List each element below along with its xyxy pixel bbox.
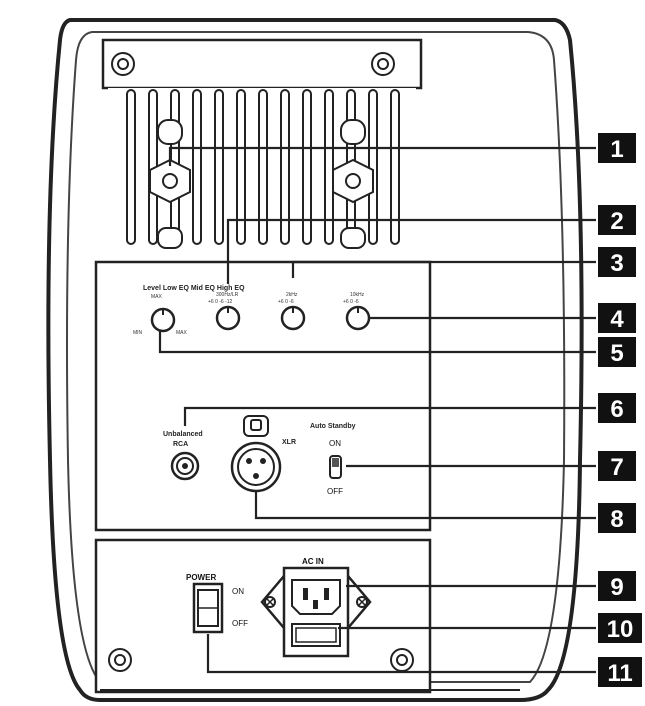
high-eq-knob [345,305,371,331]
callout-11: 11 [598,657,642,687]
svg-text:3: 3 [610,250,623,277]
cabinet-inner-outline [66,31,566,683]
callout-1: 1 [598,133,636,163]
svg-text:1: 1 [610,136,623,163]
low-eq-knob [215,305,241,331]
power-on-label: ON [232,587,244,596]
screw-bottom-right [390,648,414,672]
level-knob [150,307,176,333]
auto-standby-label: Auto Standby [310,423,356,430]
rca-jack [170,451,200,481]
svg-text:11: 11 [607,660,632,687]
high-eq-range-label: +6 0 -6 [343,299,359,305]
ac-in-label: AC IN [302,557,324,566]
rca-label-line2: RCA [173,441,188,448]
mount-left [149,119,191,249]
eq-header-label: Level Low EQ Mid EQ High EQ [143,285,245,292]
mid-eq-knob [280,305,306,331]
rca-label-line1: Unbalanced [163,431,203,438]
svg-text:4: 4 [610,306,624,333]
svg-text:7: 7 [610,454,623,481]
callout-4: 4 [598,303,636,333]
svg-text:9: 9 [610,574,623,601]
screw-bottom-left [108,648,132,672]
level-max-label: MAX [151,294,163,300]
callout-2: 2 [598,205,636,235]
callout-7: 7 [598,451,636,481]
auto-standby-switch [329,455,342,479]
level-max-right-label: MAX [176,330,188,336]
low-eq-freq-label: 300Hz/LR [216,292,239,298]
level-min-label: MIN [133,330,143,336]
low-eq-range-label: +6 0 -6 -12 [208,299,233,305]
high-eq-freq-label: 10kHz [350,292,365,298]
power-section-panel [94,538,432,694]
callout-8: 8 [598,503,636,533]
svg-text:6: 6 [610,396,623,423]
svg-text:8: 8 [610,506,623,533]
standby-on-label: ON [329,439,341,448]
ac-inlet [260,566,372,658]
standby-off-label: OFF [327,487,343,496]
svg-text:2: 2 [610,208,623,235]
power-title-label: POWER [186,573,216,582]
xlr-label: XLR [282,439,296,446]
mount-right [332,119,374,249]
power-switch [192,582,224,634]
screw-top-left [111,52,135,76]
svg-text:10: 10 [607,616,634,643]
callout-3: 3 [598,247,636,277]
svg-text:5: 5 [610,340,623,367]
mid-eq-range-label: +6 0 -6 [278,299,294,305]
callout-10: 10 [598,613,642,643]
xlr-jack [230,415,282,493]
callout-5: 5 [598,337,636,367]
callout-6: 6 [598,393,636,423]
callout-9: 9 [598,571,636,601]
screw-top-right [371,52,395,76]
leader-lines [158,146,596,674]
mid-eq-freq-label: 2kHz [286,292,298,298]
power-off-label: OFF [232,619,248,628]
heatsink-top-plate [101,38,423,90]
